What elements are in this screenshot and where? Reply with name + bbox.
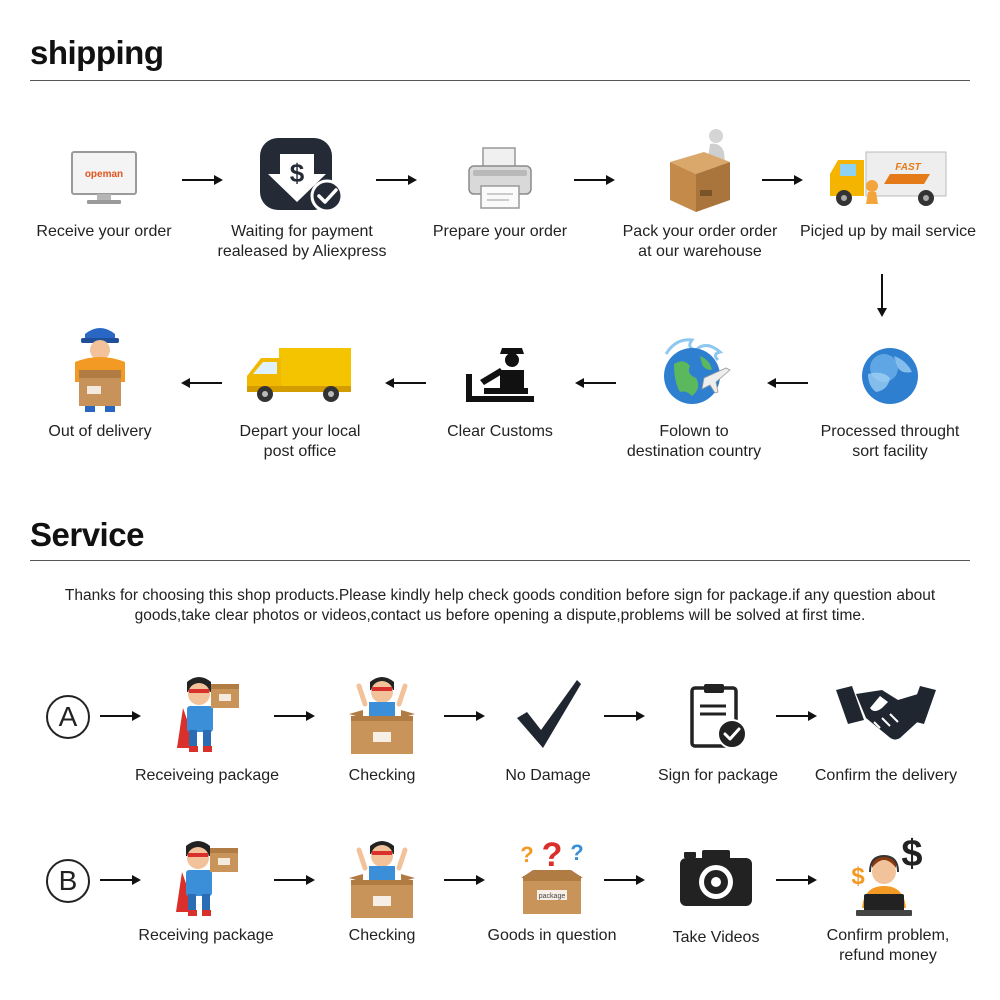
checkmark-icon (517, 680, 581, 748)
service-heading: Service (30, 516, 144, 553)
hero-carrying-box-icon (176, 841, 238, 916)
svg-text:?: ? (542, 836, 563, 874)
row-b-marker: B (46, 859, 90, 903)
svg-text:?: ? (520, 842, 533, 867)
printer-icon (468, 147, 532, 209)
arrow-right-icon (776, 875, 817, 885)
step-label: Folown to destination country (626, 423, 762, 460)
service-divider (30, 560, 970, 561)
arrow-left-icon (181, 378, 222, 388)
arrow-right-icon (100, 875, 141, 885)
arrow-down-icon (877, 274, 887, 317)
camera-icon (680, 850, 752, 906)
service-description: Thanks for choosing this shop products.P… (64, 587, 936, 624)
yellow-van-icon (247, 348, 351, 402)
clipboard-check-icon (690, 684, 747, 749)
arrow-left-icon (385, 378, 426, 388)
step-label: Pack your order order at our warehouse (622, 223, 778, 260)
step-label: Picjed up by mail service (799, 223, 977, 240)
arrow-right-icon (376, 175, 417, 185)
step-label: Receiveing package (134, 767, 280, 784)
hero-in-box-icon (349, 841, 415, 918)
hero-in-box-icon (349, 677, 415, 754)
delivery-person-icon (75, 328, 125, 412)
arrow-right-icon (100, 711, 141, 721)
payment-dollar-icon: $ (260, 138, 344, 213)
customs-officer-icon (466, 348, 534, 402)
blue-globe-icon (862, 348, 918, 404)
screen-logo: opeman (85, 169, 123, 180)
svg-text:?: ? (570, 840, 583, 865)
arrow-right-icon (762, 175, 803, 185)
truck-logo: FAST (895, 162, 921, 173)
step-label: Goods in question (487, 927, 617, 944)
monitor-icon: opeman (71, 151, 137, 204)
arrow-right-icon (604, 711, 645, 721)
step-label: Receiving package (138, 927, 274, 944)
fast-truck-icon: FAST (830, 151, 947, 206)
svg-text:$: $ (901, 833, 922, 875)
svg-text:$: $ (290, 158, 305, 188)
support-agent-dollar-icon: $ $ (851, 833, 923, 916)
handshake-icon (836, 686, 936, 740)
arrow-right-icon (182, 175, 223, 185)
step-label: Checking (348, 927, 416, 944)
step-label: Depart your local post office (239, 423, 361, 460)
shipping-heading: shipping (30, 34, 164, 71)
step-label: Receive your order (36, 223, 172, 240)
arrow-right-icon (274, 875, 315, 885)
arrow-right-icon (574, 175, 615, 185)
arrow-right-icon (604, 875, 645, 885)
step-label: Checking (348, 767, 416, 784)
svg-text:$: $ (851, 863, 865, 890)
arrow-left-icon (767, 378, 808, 388)
row-a-marker: A (46, 695, 90, 739)
globe-airplane-icon (664, 338, 731, 404)
hero-carrying-box-icon (177, 677, 239, 752)
step-label: No Damage (505, 767, 591, 784)
arrow-right-icon (444, 875, 485, 885)
step-label: Confirm problem, refund money (826, 927, 950, 964)
shipping-divider (30, 80, 970, 81)
package-carrier-icon (670, 129, 730, 212)
step-label: Sign for package (657, 767, 779, 784)
arrow-left-icon (575, 378, 616, 388)
step-label: Processed throught sort facility (820, 423, 960, 460)
step-label: Clear Customs (447, 423, 553, 440)
question-box-icon: ? ? ? package (520, 836, 584, 914)
arrow-right-icon (274, 711, 315, 721)
step-label: Take Videos (672, 929, 760, 946)
step-label: Waiting for payment realeased by Aliexpr… (217, 223, 387, 260)
arrow-right-icon (776, 711, 817, 721)
arrow-right-icon (444, 711, 485, 721)
box-label: package (539, 893, 566, 900)
step-label: Prepare your order (432, 223, 568, 240)
step-label: Out of delivery (48, 423, 152, 440)
step-label: Confirm the delivery (814, 767, 958, 784)
